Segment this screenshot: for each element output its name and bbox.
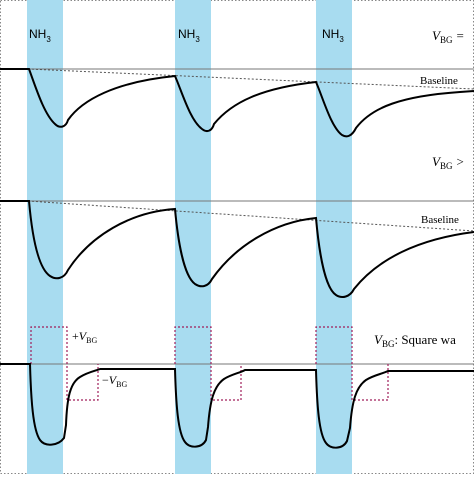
panel-2-vbg-label: VBG> xyxy=(432,154,464,171)
panel-1: Baseline VBG= xyxy=(0,28,474,138)
panel-1-baseline-label: Baseline xyxy=(420,75,458,87)
panel-2-baseline-label: Baseline xyxy=(421,214,459,226)
square-wave-pulse-1 xyxy=(30,326,99,401)
panel-1-response-curve xyxy=(0,68,474,138)
exposure-bands xyxy=(27,0,352,474)
nh3-label-2: NH3 xyxy=(178,27,200,44)
nh3-exposure-band-3 xyxy=(316,0,352,474)
panel-1-vbg-label: VBG= xyxy=(432,28,464,45)
panel-2-baseline-dashed xyxy=(27,200,474,232)
panel-1-baseline-dashed xyxy=(27,68,474,90)
plus-vbg-label: +VBG xyxy=(72,329,97,345)
panel-2: Baseline VBG> xyxy=(0,154,474,298)
nh3-label-1: NH3 xyxy=(29,27,51,44)
minus-vbg-label: −VBG xyxy=(102,373,127,389)
nh3-label-3: NH3 xyxy=(322,27,344,44)
panel-3-response-curve xyxy=(0,363,474,449)
square-wave-gate-bias xyxy=(30,326,389,401)
square-wave-pulse-2 xyxy=(174,326,242,401)
panel-2-response-curve xyxy=(0,200,474,298)
panel-3: +VBG −VBG VBG: Square wa xyxy=(0,326,474,449)
nh3-exposure-band-2 xyxy=(175,0,211,474)
panel-3-vbg-label: VBG: Square wa xyxy=(374,332,456,349)
square-wave-pulse-3 xyxy=(315,326,389,401)
